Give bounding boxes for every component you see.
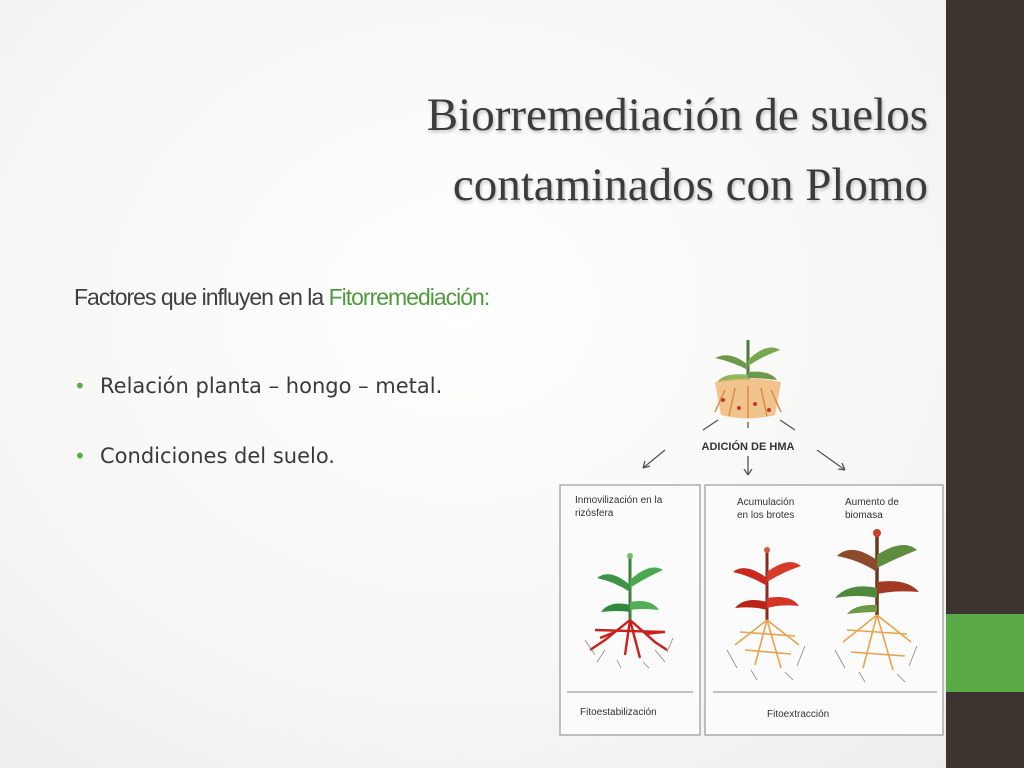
bullet-dot-icon: •	[74, 444, 86, 468]
plant-biomass-increase	[834, 529, 919, 683]
bullet-item: • Relación planta – hongo – metal.	[74, 374, 442, 398]
plant-shoot-accumulation	[726, 547, 806, 681]
panel-right-label-1: Aumento de	[845, 497, 899, 508]
panel-mid-label-2: en los brotes	[737, 510, 794, 521]
subtitle-accent: Fitorremediación:	[328, 284, 491, 310]
title-line-2: contaminados con Plomo	[452, 159, 928, 211]
top-plant-illustration	[714, 340, 782, 419]
diagram-arrows	[642, 419, 846, 476]
panel-right-label-2: biomasa	[845, 510, 883, 521]
slide-title: Biorremediación de suelos contaminados c…	[228, 80, 928, 220]
panel-left-label-1: Inmovilización en la	[575, 495, 663, 506]
footer-right-label: Fitoextracción	[767, 709, 829, 720]
bullet-item: • Condiciones del suelo.	[74, 444, 442, 468]
bullet-text: Condiciones del suelo.	[100, 444, 335, 468]
subtitle-prefix: Factores que influyen en la	[74, 284, 329, 310]
sidebar-green-accent	[946, 614, 1024, 692]
panel-left-label-2: rizósfera	[575, 508, 614, 519]
bullet-list: • Relación planta – hongo – metal. • Con…	[74, 374, 442, 514]
diagram-svg: ADICIÓN DE HMA Inmovilización en la rizó…	[559, 340, 944, 736]
diagram-header: ADICIÓN DE HMA	[702, 440, 795, 453]
bullet-text: Relación planta – hongo – metal.	[100, 374, 443, 398]
bullet-dot-icon: •	[74, 374, 86, 398]
plant-phytostabilization	[584, 553, 674, 669]
slide-subtitle: Factores que influyen en la Fitorremedia…	[74, 284, 491, 311]
panel-mid-label-1: Acumulación	[737, 497, 794, 508]
panel-right	[704, 484, 944, 736]
title-line-1: Biorremediación de suelos	[426, 89, 928, 141]
footer-left-label: Fitoestabilización	[580, 707, 657, 718]
phytoremediation-diagram: ADICIÓN DE HMA Inmovilización en la rizó…	[555, 320, 945, 740]
